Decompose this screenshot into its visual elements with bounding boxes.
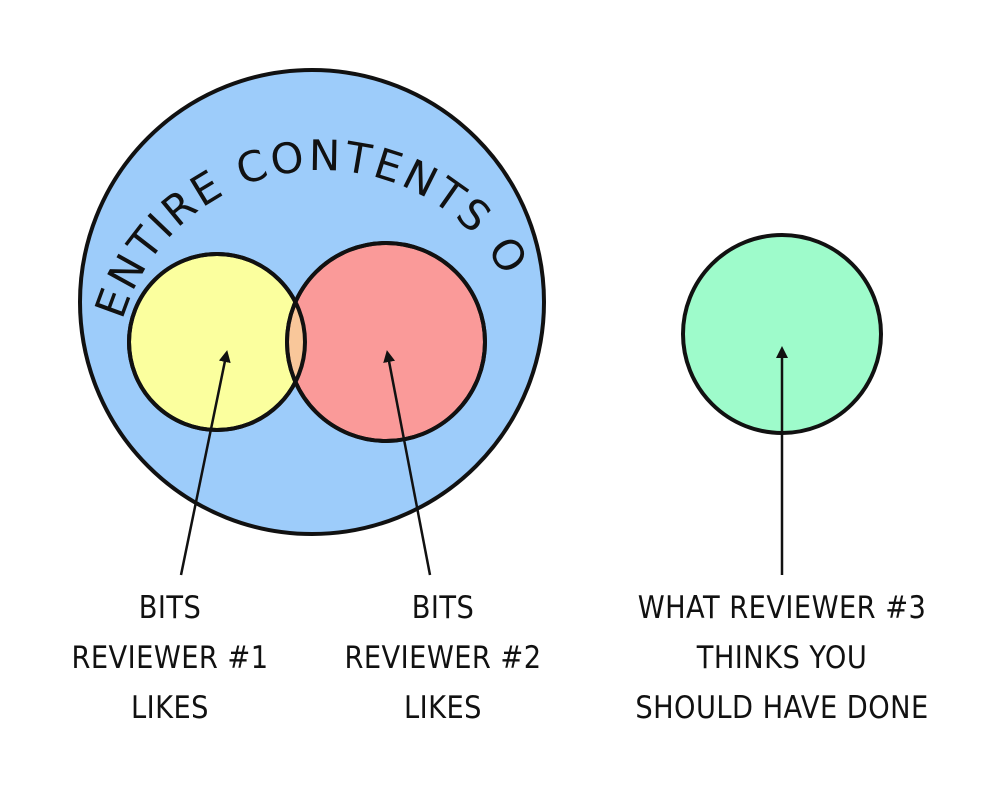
reviewer-2-outline bbox=[285, 241, 487, 443]
reviewer-1-label-line: LIKES bbox=[131, 690, 209, 726]
reviewer-3-label-line: THINKS YOU bbox=[696, 640, 868, 676]
reviewer-3-label: WHAT REVIEWER #3 THINKS YOU SHOULD HAVE … bbox=[622, 583, 942, 733]
reviewer-2-label-line: REVIEWER #2 bbox=[344, 640, 542, 676]
reviewer-3-label-line: WHAT REVIEWER #3 bbox=[637, 590, 927, 626]
reviewer-3-label-line: SHOULD HAVE DONE bbox=[635, 690, 929, 726]
reviewer-2-label-line: BITS bbox=[411, 590, 475, 626]
reviewer-1-label-line: REVIEWER #1 bbox=[71, 640, 269, 676]
reviewer-2-label-line: LIKES bbox=[404, 690, 482, 726]
reviewer-1-label-line: BITS bbox=[138, 590, 202, 626]
reviewer-2-label: BITS REVIEWER #2 LIKES bbox=[329, 583, 558, 733]
reviewer-1-label: BITS REVIEWER #1 LIKES bbox=[56, 583, 285, 733]
reviewer-1-outline bbox=[127, 252, 307, 432]
reviewer-2-arrow bbox=[383, 350, 432, 576]
reviewer-1-arrow bbox=[179, 350, 231, 576]
